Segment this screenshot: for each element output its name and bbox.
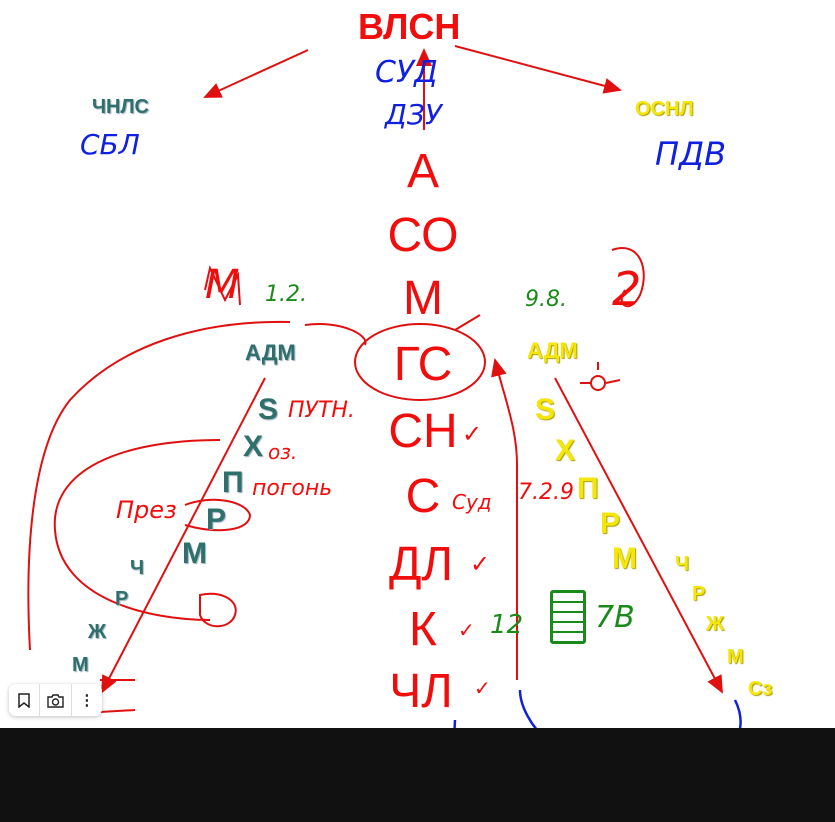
annotation-two: 2 (612, 262, 642, 316)
annotation-prez: През (116, 496, 177, 524)
left-item: S (258, 393, 279, 426)
center-item: М (403, 272, 443, 325)
left-item: Р (206, 503, 227, 536)
annotation-729: 7.2.9 (518, 480, 574, 505)
left-header: АДМ (245, 340, 296, 365)
annotation-left-num: 1.2. (265, 282, 307, 307)
title: ВЛСН (358, 6, 461, 47)
right-item: П (577, 472, 599, 505)
bookmark-button[interactable] (9, 684, 41, 716)
title-arrows (203, 45, 622, 130)
left-branch-note: СБЛ (80, 128, 140, 161)
left-item: Х (243, 430, 264, 463)
annotation-putn: ПУТН. (288, 398, 355, 423)
left-tail-item: Р (115, 588, 129, 610)
right-item: М (612, 542, 637, 575)
center-item: ГС (393, 338, 453, 391)
camera-search-icon (47, 693, 64, 708)
right-item: Р (600, 507, 621, 540)
red-scribbles (27, 247, 645, 713)
right-header: АДМ (527, 338, 578, 363)
screenshot-button[interactable] (40, 684, 72, 716)
right-item: Х (555, 434, 576, 467)
top-note-1: СУД (375, 55, 438, 90)
center-item: С (405, 470, 441, 523)
document-icon (550, 590, 586, 644)
left-item: П (222, 466, 244, 499)
left-item: М (182, 537, 207, 570)
center-item: СН (388, 405, 458, 458)
left-tail-item: Ж (88, 621, 107, 643)
center-item: К (409, 603, 437, 656)
more-button[interactable]: ⋮ (79, 692, 95, 709)
annotation-pogon: погонь (252, 476, 333, 501)
center-item: ЧЛ (389, 665, 453, 718)
annotation-sud: Суд (452, 490, 492, 514)
annotation-12: 12 (490, 610, 524, 640)
left-branch-label: ЧНЛС (92, 96, 149, 118)
annotation-oz: оз. (268, 440, 298, 464)
annotation-m: М (205, 262, 240, 308)
center-item: СО (387, 209, 459, 262)
right-tail-item: Ж (706, 613, 725, 635)
right-tail-item: Ч (675, 553, 690, 575)
adm-arrows (101, 358, 723, 694)
right-tail-item: М (727, 646, 744, 668)
check-mark: ✓ (462, 421, 483, 448)
right-tail-item: Сз (748, 678, 773, 700)
bookmark-icon (18, 692, 30, 708)
right-tail-item: Р (692, 583, 706, 605)
right-branch-label: ОСНЛ (635, 98, 694, 120)
gs-ellipse (354, 314, 486, 401)
top-note-2: ДЗУ (385, 98, 442, 131)
left-tail-item: М (72, 654, 89, 676)
floating-toolbar: ⋮ (9, 684, 102, 716)
annotation-7v: 7В (595, 600, 635, 635)
check-mark: ✓ (458, 620, 475, 642)
right-item: S (535, 393, 556, 426)
annotation-right-num: 9.8. (525, 287, 567, 312)
bottom-bar (0, 728, 835, 822)
check-mark: ✓ (470, 551, 491, 578)
left-tail-item: Ч (130, 557, 145, 579)
right-branch-note: ПДВ (655, 135, 727, 173)
center-item: А (406, 145, 440, 198)
check-mark: ✓ (474, 678, 491, 700)
center-item: ДЛ (388, 538, 454, 591)
